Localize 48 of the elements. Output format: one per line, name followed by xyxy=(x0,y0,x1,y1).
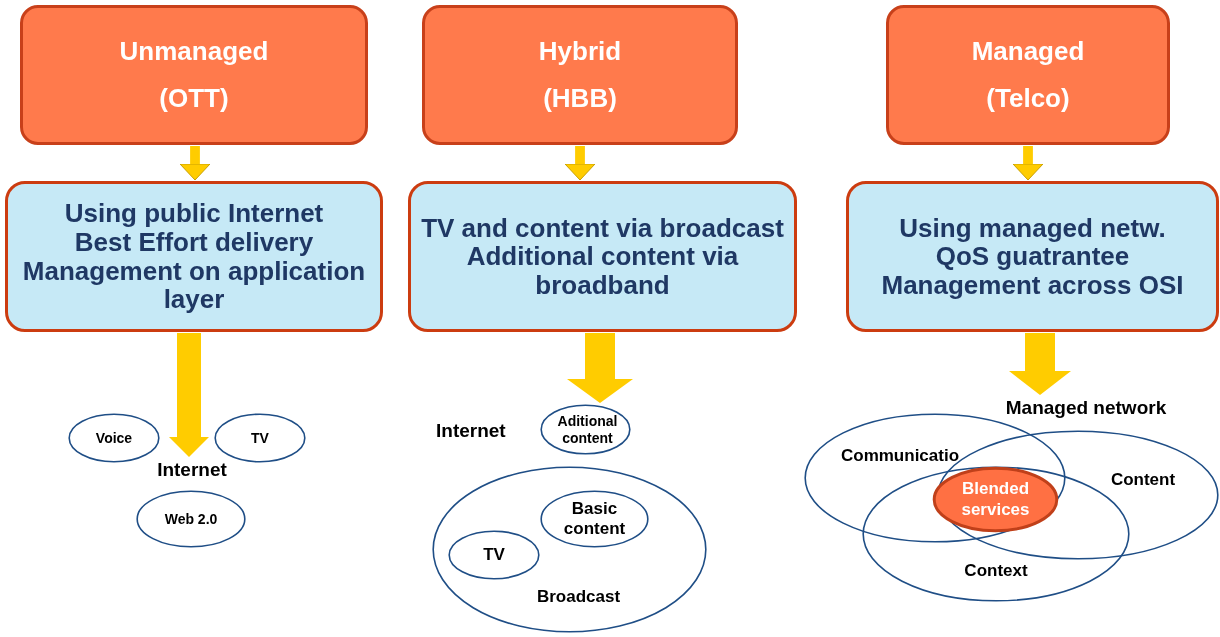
block-arrow xyxy=(1012,146,1044,181)
category-box xyxy=(20,5,368,145)
ellipse-label: Communicatio xyxy=(840,445,960,467)
box-title: (OTT) xyxy=(159,83,229,115)
description-box xyxy=(5,181,383,332)
box-text: Using managed netw. xyxy=(899,213,1166,243)
ellipse-label: Aditional content xyxy=(556,412,619,447)
description-box xyxy=(846,181,1219,332)
block-arrow xyxy=(564,146,596,181)
ellipse-label: Blended services xyxy=(960,479,1031,520)
ellipse-label: Basic content xyxy=(562,498,627,540)
ellipse xyxy=(214,413,306,463)
box-text: Management on application layer xyxy=(21,256,367,314)
ellipse-label: Broadcast xyxy=(536,586,621,607)
region-label: Managed network xyxy=(1005,397,1167,419)
ellipse xyxy=(432,466,707,633)
box-title: (HBB) xyxy=(543,83,617,115)
ellipse-label: Context xyxy=(964,560,1028,582)
category-box xyxy=(422,5,738,145)
region-label: Internet xyxy=(157,459,227,481)
ellipse xyxy=(448,530,540,580)
block-arrow xyxy=(179,146,211,181)
ellipse-label: TV xyxy=(483,544,505,566)
block-arrow xyxy=(169,333,209,457)
block-arrow xyxy=(567,333,633,403)
category-box xyxy=(886,5,1170,145)
box-text: QoS guatrantee xyxy=(935,242,1130,271)
box-title: Managed xyxy=(971,35,1085,67)
description-box xyxy=(408,181,797,332)
box-text: Best Effort delivery xyxy=(74,227,314,257)
ellipse xyxy=(68,413,160,463)
ellipse-label: Voice xyxy=(95,429,133,447)
box-text: Using public Internet xyxy=(64,199,324,228)
ellipse xyxy=(540,404,631,455)
ellipse xyxy=(933,467,1058,532)
box-text: TV and content via broadcast xyxy=(421,213,784,243)
region-label: Internet xyxy=(436,420,506,442)
ellipse xyxy=(136,490,246,548)
box-text: Additional content via broadband xyxy=(465,242,740,300)
box-title: Unmanaged xyxy=(119,35,269,67)
block-arrow xyxy=(1009,333,1071,395)
ellipse-label: Web 2.0 xyxy=(164,510,218,528)
box-text: Management across OSI xyxy=(881,270,1184,300)
box-title: (Telco) xyxy=(986,83,1070,115)
box-title: Hybrid xyxy=(538,35,622,67)
ellipse xyxy=(540,490,649,548)
ellipse-label: Content xyxy=(1110,469,1176,491)
ellipse-label: TV xyxy=(251,429,269,447)
